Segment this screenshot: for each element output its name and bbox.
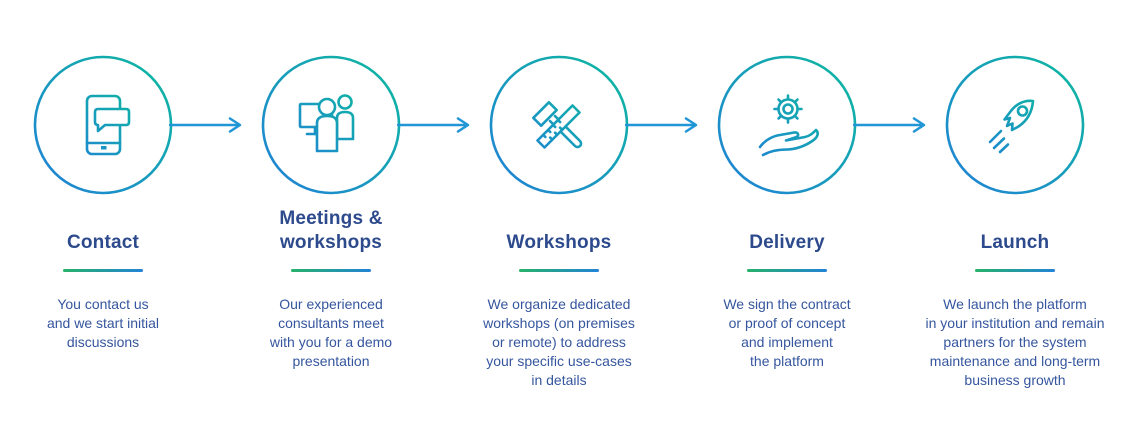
step-description: You contact us and we start initial disc…	[46, 296, 160, 350]
step-description: We launch the platform in your instituti…	[925, 296, 1105, 388]
presentation-people-icon	[298, 94, 355, 153]
step-description: We organize dedicated workshops (on prem…	[483, 296, 635, 388]
arrow-right-icon	[625, 117, 698, 133]
step-title: Delivery	[749, 232, 825, 253]
hammer-ruler-icon	[532, 101, 583, 149]
step-delivery: Delivery We sign the contract or proof o…	[673, 0, 901, 390]
step-description: Our experienced consultants meet with yo…	[269, 296, 393, 369]
step-launch: Launch We launch the platform in your in…	[901, 0, 1129, 390]
step-title: Meetings & workshops	[279, 208, 383, 253]
step-circle	[489, 55, 629, 195]
steps-row: Contact You contact us and we start init…	[0, 0, 1129, 390]
step-circle	[717, 55, 857, 195]
arrow-right-icon	[397, 117, 470, 133]
step-title: Contact	[66, 232, 140, 253]
step-circle	[33, 55, 173, 195]
step-circle	[261, 55, 401, 195]
gradient-divider	[975, 269, 1055, 272]
step-title: Workshops	[506, 232, 612, 253]
gradient-ring	[945, 55, 1085, 195]
step-description: We sign the contract or proof of concept…	[723, 296, 851, 369]
step-workshops: Workshops We organize dedicated workshop…	[445, 0, 673, 390]
step-meetings-workshops: Meetings & workshops Our experienced con…	[217, 0, 445, 390]
gradient-divider	[63, 269, 143, 272]
gradient-divider	[747, 269, 827, 272]
phone-chat-icon	[85, 94, 131, 156]
step-circle	[945, 55, 1085, 195]
step-title: Launch	[980, 232, 1050, 253]
step-contact: Contact You contact us and we start init…	[0, 0, 217, 390]
gradient-divider	[519, 269, 599, 272]
arrow-right-icon	[853, 117, 926, 133]
arrow-right-icon	[169, 117, 242, 133]
hand-gear-icon	[758, 94, 819, 157]
gradient-divider	[291, 269, 371, 272]
rocket-icon	[988, 99, 1035, 154]
